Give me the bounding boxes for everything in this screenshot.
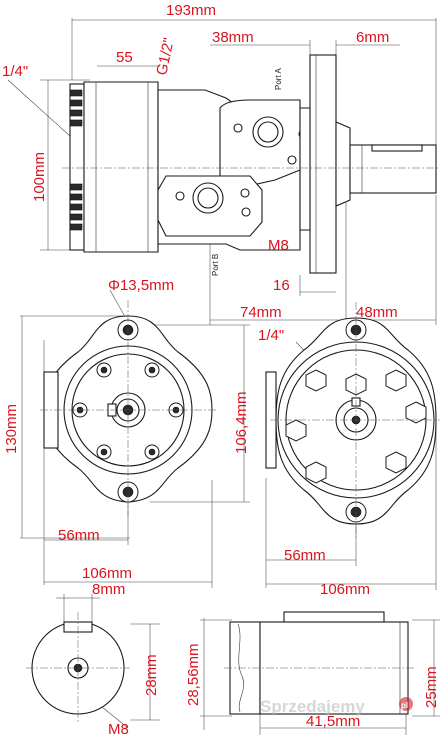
dim-mount-thread: M8 — [268, 237, 289, 254]
dim-shaft-length: 48mm — [356, 304, 398, 321]
dim-shaft-diameter-key: 28,56mm — [185, 643, 202, 706]
side-bolt-column — [69, 89, 83, 231]
svg-text:pl: pl — [401, 701, 408, 710]
dim-body-height: 100mm — [31, 152, 48, 202]
dim-port-thread-side: 1/4" — [2, 63, 28, 80]
dim-front-width: 106mm — [320, 581, 370, 598]
dim-flange-height: 130mm — [3, 404, 20, 454]
dim-shaft-end-thread: M8 — [108, 721, 129, 738]
dim-port-thread-main: G1/2" — [153, 36, 177, 77]
dim-front-thread: 1/4" — [258, 327, 284, 344]
front-bolt-circle — [285, 369, 427, 484]
dim-port-offset: 55 — [116, 49, 133, 66]
dim-shaft-collar: 16 — [273, 277, 290, 294]
dim-mount-to-end: 74mm — [240, 304, 282, 321]
dim-bolt-circle: 106,4mm — [233, 391, 250, 454]
port-a-label: Port A — [274, 68, 283, 90]
dim-front-half-width: 56mm — [284, 547, 326, 564]
port-b-label: Port B — [211, 254, 220, 276]
watermark: Sprzedajemy pl — [260, 697, 413, 716]
shaft-side-view — [200, 611, 440, 735]
dim-rear-half-width: 56mm — [58, 527, 100, 544]
svg-text:Sprzedajemy: Sprzedajemy — [260, 697, 365, 716]
dim-shaft-end-length: 41,5mm — [306, 713, 360, 730]
dim-shaft-height: 28mm — [143, 654, 160, 696]
dim-rear-width: 106mm — [82, 565, 132, 582]
shaft-end-view — [26, 594, 160, 729]
dim-mount-hole-diameter: Φ13,5mm — [108, 277, 174, 294]
rear-view — [20, 289, 250, 588]
dim-port-distance: 38mm — [212, 29, 254, 46]
dim-shaft-diameter: 25mm — [423, 666, 440, 708]
dim-flange-thickness: 6mm — [356, 29, 389, 46]
dim-key-width: 8mm — [92, 581, 125, 598]
dim-overall-length: 193mm — [166, 2, 216, 19]
side-view: Port A Port B — [7, 18, 440, 325]
front-view — [265, 302, 440, 590]
